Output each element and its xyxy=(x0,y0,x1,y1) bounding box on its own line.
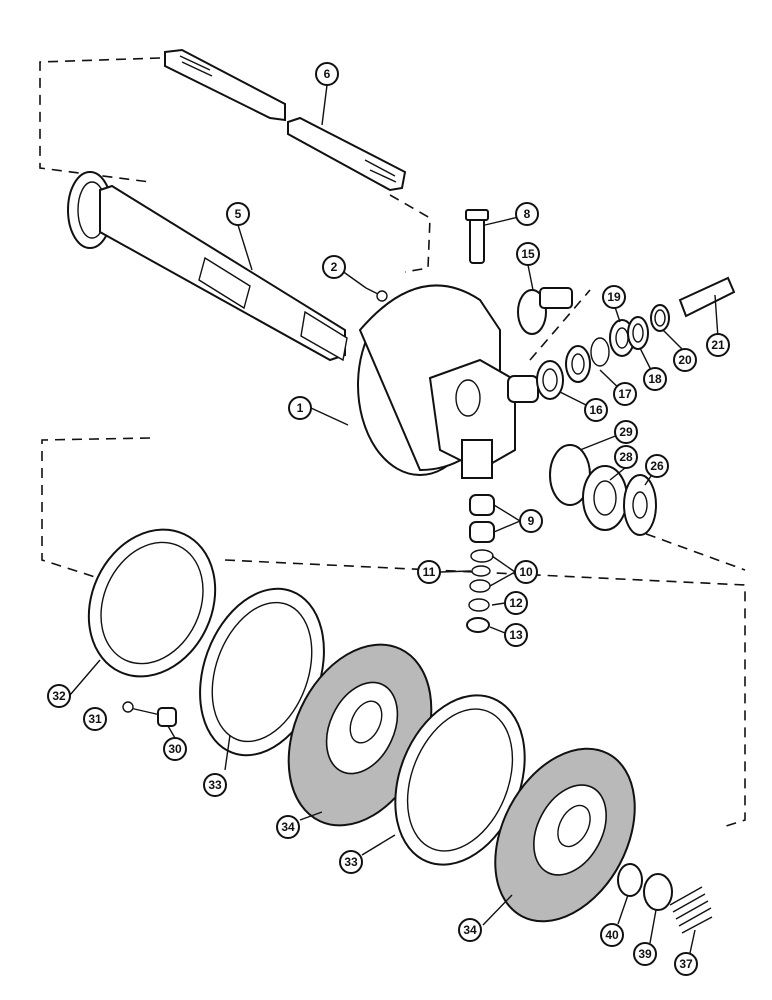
callout-31: 31 xyxy=(83,707,107,731)
callout-label: 40 xyxy=(605,928,619,942)
leader-lines xyxy=(69,84,719,954)
callout-39: 39 xyxy=(633,942,657,966)
collar-40 xyxy=(617,863,643,897)
callout-label: 37 xyxy=(679,957,693,971)
callout-12: 12 xyxy=(504,591,528,615)
washer-10 xyxy=(470,549,494,563)
roller-bearing-16 xyxy=(536,360,564,400)
guide-line-pinion xyxy=(529,289,591,361)
callout-label: 8 xyxy=(524,207,531,221)
splined-shaft-6 xyxy=(164,48,407,192)
callout-28: 28 xyxy=(614,445,638,469)
gear-26 xyxy=(623,474,657,536)
callout-33: 33 xyxy=(203,773,227,797)
callout-label: 19 xyxy=(607,290,621,304)
callout-label: 12 xyxy=(509,596,523,610)
callout-30: 30 xyxy=(163,737,187,761)
callout-label: 6 xyxy=(324,67,331,81)
friction-disc-34 xyxy=(287,643,433,827)
callout-9: 9 xyxy=(519,509,543,533)
callout-label: 20 xyxy=(678,353,692,367)
spring-seat-39 xyxy=(643,873,673,911)
friction-disc-34b xyxy=(494,747,636,923)
callout-26: 26 xyxy=(645,454,669,478)
callout-21: 21 xyxy=(706,333,730,357)
callout-label: 33 xyxy=(208,778,222,792)
callout-label: 15 xyxy=(521,247,535,261)
callout-2: 2 xyxy=(322,255,346,279)
callout-label: 33 xyxy=(344,855,358,869)
callout-6: 6 xyxy=(315,62,339,86)
spring-37 xyxy=(669,886,713,934)
bearing-28 xyxy=(582,465,628,531)
washer-20 xyxy=(650,304,670,332)
callout-20: 20 xyxy=(673,348,697,372)
callout-16: 16 xyxy=(584,398,608,422)
callout-17: 17 xyxy=(613,382,637,406)
callout-32: 32 xyxy=(47,684,71,708)
spacer-ring-17b xyxy=(590,337,610,367)
callout-label: 17 xyxy=(618,387,632,401)
callout-label: 34 xyxy=(463,923,477,937)
gear-shaft-5 xyxy=(67,171,348,362)
washer-13 xyxy=(466,617,490,633)
callout-label: 31 xyxy=(88,712,102,726)
callout-5: 5 xyxy=(226,202,250,226)
callout-label: 32 xyxy=(52,689,66,703)
callout-label: 34 xyxy=(281,820,295,834)
callout-label: 30 xyxy=(168,742,182,756)
steel-plate-33 xyxy=(199,587,325,757)
callout-34b: 34 xyxy=(458,918,482,942)
callout-label: 5 xyxy=(235,207,242,221)
callout-label: 10 xyxy=(519,565,533,579)
separator-plate-32 xyxy=(87,528,217,678)
callout-label: 2 xyxy=(331,260,338,274)
callout-label: 13 xyxy=(509,628,523,642)
callout-18: 18 xyxy=(643,367,667,391)
bolt-31 xyxy=(122,701,166,717)
bearing-cup-17 xyxy=(565,345,591,383)
bushing-30 xyxy=(157,707,177,727)
callout-29: 29 xyxy=(614,420,638,444)
callout-label: 39 xyxy=(638,947,652,961)
callout-40: 40 xyxy=(600,923,624,947)
washer-12 xyxy=(468,598,490,612)
bearing-stack-9 xyxy=(469,494,495,543)
washer-10b xyxy=(469,579,491,593)
washer-11 xyxy=(471,565,491,577)
callout-label: 29 xyxy=(619,425,633,439)
callout-33b: 33 xyxy=(339,850,363,874)
callout-label: 21 xyxy=(711,338,725,352)
callout-label: 28 xyxy=(619,450,633,464)
callout-37: 37 xyxy=(674,952,698,976)
callout-11: 11 xyxy=(417,560,441,584)
callout-13: 13 xyxy=(504,623,528,647)
callout-label: 26 xyxy=(650,459,664,473)
bevel-pinion-15 xyxy=(517,287,573,335)
callout-19: 19 xyxy=(602,285,626,309)
pin-8 xyxy=(465,209,489,264)
callout-label: 1 xyxy=(297,401,304,415)
callout-label: 16 xyxy=(589,403,603,417)
callout-1: 1 xyxy=(288,396,312,420)
shaft-21 xyxy=(678,276,736,318)
callout-10: 10 xyxy=(514,560,538,584)
callout-label: 9 xyxy=(528,514,535,528)
steel-plate-33b xyxy=(394,694,526,866)
callout-label: 18 xyxy=(648,372,662,386)
callout-34: 34 xyxy=(276,815,300,839)
clutch-housing-1 xyxy=(357,284,539,479)
callout-15: 15 xyxy=(516,242,540,266)
callout-label: 11 xyxy=(423,565,436,579)
callout-8: 8 xyxy=(515,202,539,226)
washer-18 xyxy=(627,316,649,350)
screw-2 xyxy=(365,287,388,302)
